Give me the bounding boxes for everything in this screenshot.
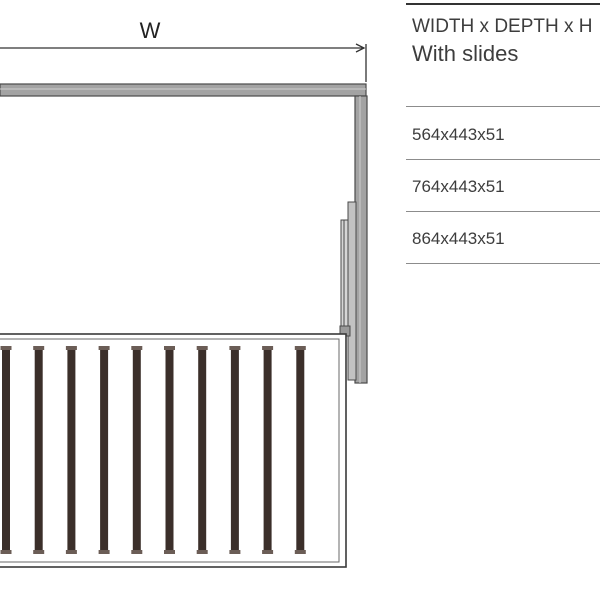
basket-bar-cap (294, 550, 306, 554)
basket-bar-cap (98, 550, 110, 554)
spec-rule (406, 263, 600, 264)
basket-bar (132, 348, 141, 554)
basket-bar-cap (33, 550, 45, 554)
basket-bar (165, 348, 174, 554)
basket-bar-cap (33, 346, 45, 350)
basket-bar-cap (294, 346, 306, 350)
spec-header-subtitle: With slides (412, 41, 519, 66)
basket-bar-cap (131, 550, 143, 554)
slide-mechanism (339, 201, 357, 381)
basket-bar-cap (229, 346, 241, 350)
width-dimension-label: W (139, 18, 161, 43)
spec-row: 764x443x51 (412, 177, 505, 196)
spec-row: 564x443x51 (412, 125, 505, 144)
basket-bar (296, 348, 305, 554)
basket-bar-cap (262, 550, 274, 554)
basket-bar-cap (196, 550, 208, 554)
spec-table-header: WIDTH x DEPTH x H With slides (412, 14, 600, 68)
basket-bar-cap (65, 550, 77, 554)
spec-header-title: WIDTH x DEPTH x H (412, 16, 593, 37)
basket-bar-cap (262, 346, 274, 350)
top-rail (0, 83, 367, 97)
spec-rule (406, 159, 600, 160)
spec-table: WIDTH x DEPTH x H With slides 564x443x51… (406, 0, 600, 300)
spec-row: 864x443x51 (412, 229, 505, 248)
basket-bar (34, 348, 43, 554)
basket-bar-cap (196, 346, 208, 350)
width-dimension-line (0, 43, 367, 82)
basket-bar-cap (131, 346, 143, 350)
side-post (354, 95, 368, 384)
basket-bar-cap (0, 346, 12, 350)
basket-bar-cap (164, 346, 175, 350)
basket-bar (2, 348, 10, 554)
basket-bar (263, 348, 272, 554)
basket-bar-cap (229, 550, 241, 554)
spec-table-top-rule (406, 3, 600, 5)
basket-bar-cap (98, 346, 110, 350)
basket-bars (0, 346, 306, 554)
spec-rule (406, 211, 600, 212)
basket-bar (198, 348, 207, 554)
spec-rule (406, 106, 600, 107)
basket-bar-cap (0, 550, 12, 554)
basket-bar-cap (65, 346, 77, 350)
basket-bar (100, 348, 109, 554)
basket-bar-cap (164, 550, 175, 554)
basket-bar (230, 348, 239, 554)
basket-bar (67, 348, 76, 554)
